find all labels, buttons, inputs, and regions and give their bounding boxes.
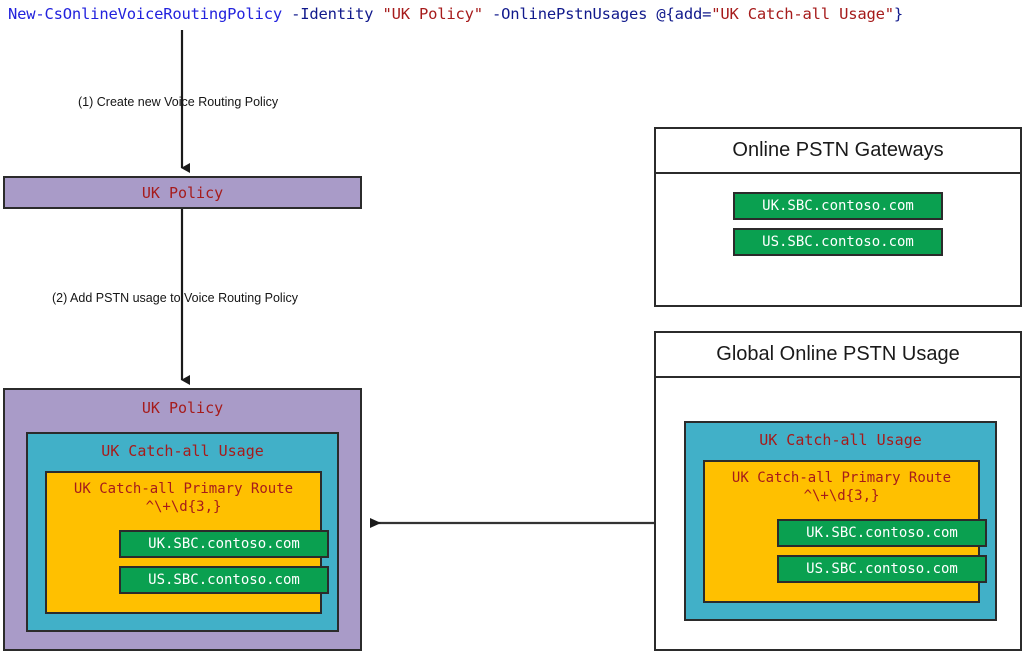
online-pstn-gateways-panel[interactable]: Online PSTN Gateways UK.SBC.contoso.com … xyxy=(654,127,1022,307)
step-1-label: (1) Create new Voice Routing Policy xyxy=(78,95,279,109)
gateway-label: UK.SBC.contoso.com xyxy=(806,525,958,541)
usage-final-title: UK Catch-all Usage xyxy=(101,442,264,460)
gateway-label: US.SBC.contoso.com xyxy=(148,572,300,588)
usage-box-global[interactable]: UK Catch-all Usage UK Catch-all Primary … xyxy=(684,421,997,621)
cmdlet-name: New-CsOnlineVoiceRoutingPolicy xyxy=(8,5,282,23)
gateway-box[interactable]: US.SBC.contoso.com xyxy=(119,566,329,594)
route-global-pattern: ^\+\d{3,} xyxy=(803,488,880,504)
gateway-label: UK.SBC.contoso.com xyxy=(762,198,914,214)
param-identity: -Identity xyxy=(291,5,374,23)
value-usage: "UK Catch-all Usage" xyxy=(711,5,894,23)
global-online-pstn-usage-panel[interactable]: Global Online PSTN Usage UK Catch-all Us… xyxy=(654,331,1022,651)
gateway-label: US.SBC.contoso.com xyxy=(806,561,958,577)
gateway-label: UK.SBC.contoso.com xyxy=(148,536,300,552)
route-global-title: UK Catch-all Primary Route xyxy=(731,470,952,486)
gateway-box[interactable]: UK.SBC.contoso.com xyxy=(733,192,943,220)
powershell-command: New-CsOnlineVoiceRoutingPolicy -Identity… xyxy=(8,4,903,24)
gateways-panel-header: Online PSTN Gateways xyxy=(656,129,1020,174)
gateway-label: US.SBC.contoso.com xyxy=(762,234,914,250)
gateway-box[interactable]: UK.SBC.contoso.com xyxy=(119,530,329,558)
global-usage-panel-header: Global Online PSTN Usage xyxy=(656,333,1020,378)
policy-initial-title: UK Policy xyxy=(141,184,224,202)
route-final-pattern: ^\+\d{3,} xyxy=(145,499,222,515)
policy-final-title: UK Policy xyxy=(141,399,224,417)
route-box-global[interactable]: UK Catch-all Primary Route ^\+\d{3,} UK.… xyxy=(703,460,987,603)
space-1 xyxy=(282,5,291,23)
policy-box-final[interactable]: UK Policy UK Catch-all Usage UK Catch-al… xyxy=(3,388,362,651)
usage-box-final[interactable]: UK Catch-all Usage UK Catch-all Primary … xyxy=(26,432,339,632)
route-final-title: UK Catch-all Primary Route xyxy=(73,481,294,497)
space-3 xyxy=(483,5,492,23)
step-2-label: (2) Add PSTN usage to Voice Routing Poli… xyxy=(52,291,298,305)
usage-global-title: UK Catch-all Usage xyxy=(759,431,922,449)
value-identity: "UK Policy" xyxy=(382,5,483,23)
policy-box-initial[interactable]: UK Policy xyxy=(3,176,362,209)
hashtable-close: } xyxy=(893,5,903,23)
route-box-final[interactable]: UK Catch-all Primary Route ^\+\d{3,} UK.… xyxy=(45,471,329,614)
gateway-box[interactable]: US.SBC.contoso.com xyxy=(733,228,943,256)
param-pstn-usages: -OnlinePstnUsages xyxy=(492,5,648,23)
gateway-box[interactable]: US.SBC.contoso.com xyxy=(777,555,987,583)
gateway-box[interactable]: UK.SBC.contoso.com xyxy=(777,519,987,547)
hashtable-open: @{add= xyxy=(656,5,712,23)
